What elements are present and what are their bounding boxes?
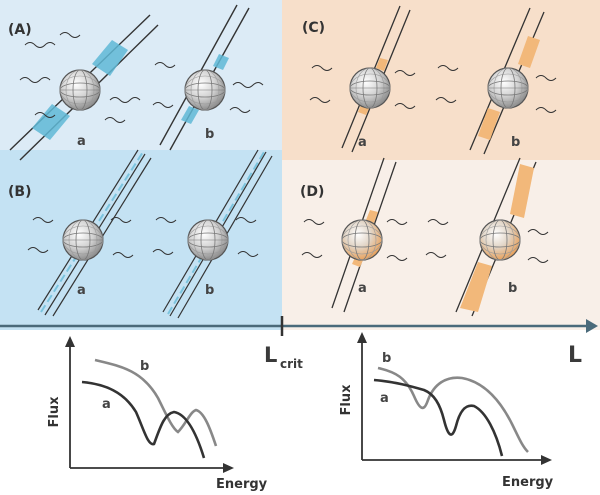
panel-c-bg <box>282 0 600 160</box>
panel-c-label: (C) <box>302 20 325 36</box>
l-axis-arrowhead <box>586 319 598 333</box>
panel-d-sub-a: a <box>358 281 367 296</box>
panel-a-source-a <box>9 14 159 161</box>
panel-b-source-a <box>27 149 152 317</box>
panel-b-label: (B) <box>8 184 31 200</box>
panel-c-sub-a: a <box>358 135 367 150</box>
left-plot-curve-b <box>94 358 218 447</box>
right-plot-ylabel: Flux <box>339 384 354 416</box>
right-plot-label-b: b <box>382 351 391 366</box>
left-plot-y-arrow <box>65 336 75 347</box>
left-plot-ylabel: Flux <box>47 396 62 428</box>
panel-d-sub-b: b <box>508 281 517 296</box>
panel-d-label: (D) <box>300 184 324 200</box>
l-crit-label: L <box>264 343 277 367</box>
left-plot-xlabel: Energy <box>216 477 268 492</box>
panel-c-source-a <box>309 5 416 153</box>
panel-d-source-b <box>425 157 549 317</box>
right-plot-y-arrow <box>357 332 367 343</box>
right-plot-curve-b <box>377 366 529 453</box>
panel-a-source-b <box>152 4 264 151</box>
right-plot-x-arrow <box>541 455 552 465</box>
panel-b-sub-a: a <box>77 283 86 298</box>
panel-a-sub-a: a <box>77 134 86 149</box>
panel-b-bg <box>0 150 282 330</box>
left-spectrum-plot: Flux Energy b a <box>47 336 268 492</box>
panel-a-label: (A) <box>8 22 32 38</box>
panel-c-sub-b: b <box>511 135 520 150</box>
left-plot-label-b: b <box>140 359 149 374</box>
panel-d-source-a <box>301 157 408 313</box>
left-plot-curve-a <box>81 380 206 459</box>
panel-a-sub-b: b <box>205 127 214 142</box>
right-plot-curve-a <box>373 378 504 457</box>
right-spectrum-plot: Flux Energy b a <box>339 332 554 490</box>
right-plot-xlabel: Energy <box>502 475 554 490</box>
panel-d-bg <box>282 160 600 330</box>
panel-c-source-b <box>435 7 557 155</box>
panel-b-sub-b: b <box>205 283 214 298</box>
panel-b-source-b <box>152 149 273 319</box>
l-crit-subscript: crit <box>280 357 303 371</box>
l-axis-label: L <box>568 343 582 368</box>
left-plot-x-arrow <box>223 463 234 473</box>
right-plot-label-a: a <box>380 391 389 406</box>
left-plot-label-a: a <box>102 397 111 412</box>
